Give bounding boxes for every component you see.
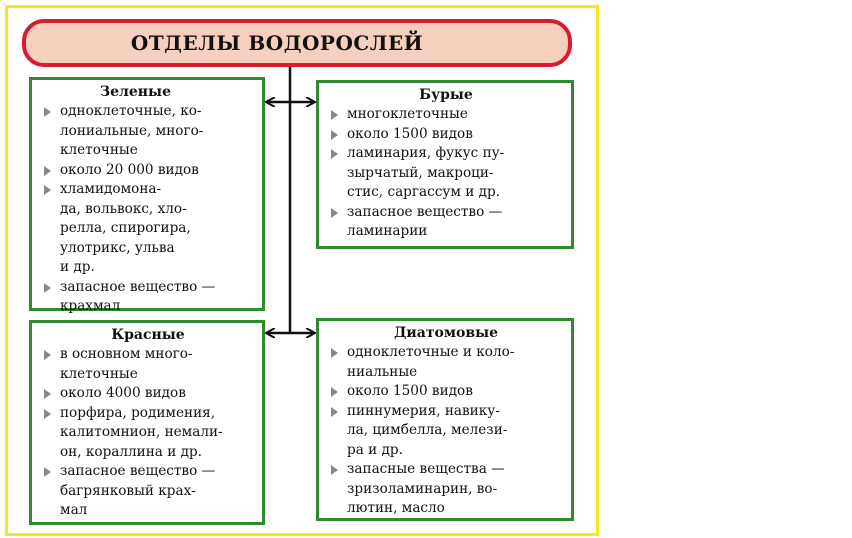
bullet-icon [331,387,338,397]
list-item: около 1500 видов [327,382,565,402]
bullet-icon [331,129,338,140]
list-item: запасные вещества — зризоламинарин, во- … [327,460,565,519]
bullet-icon [44,282,51,293]
section-diatoms: Диатомовые одноклеточные и коло- ниальны… [316,318,574,521]
diagram-title: ОТДЕЛЫ ВОДОРОСЛЕЙ [130,31,424,55]
list-item: около 1500 видов [327,125,565,145]
list-item: около 20 000 видов [40,161,256,181]
section-heading: Диатомовые [393,325,499,341]
bullet-icon [44,389,51,399]
list-item: пиннумерия, навику- ла, цимбелла, мелези… [327,402,565,461]
list-item: в основном много- клеточные [40,345,256,384]
list-item: одноклеточные и коло- ниальные [327,343,565,382]
bullet-icon [331,207,338,218]
bullet-icon [44,408,51,419]
list-item: порфира, родимения, калитомнион, немали-… [40,404,256,463]
section-brown-algae: Бурые многоклеточные около 1500 видов ла… [316,80,574,249]
list-item: одноклеточные, ко- лониальные, много- кл… [40,102,256,161]
bullet-icon [331,149,338,159]
bullet-icon [44,185,51,195]
list-item: около 4000 видов [40,384,256,404]
list-item: многоклеточные [327,105,565,125]
diagram-title-banner: ОТДЕЛЫ ВОДОРОСЛЕЙ [22,19,572,67]
section-heading: Красные [111,327,185,343]
list-item: запасное вещество — ламинарии [327,203,565,242]
section-red-algae: Красные в основном много- клеточные окол… [29,320,265,525]
section-heading: Зеленые [100,84,171,100]
bullet-icon [44,467,51,477]
bullet-icon [331,406,338,417]
bullet-icon [44,107,51,117]
list-item: запасное вещество — крахмал [40,278,256,317]
bullet-icon [331,465,338,475]
bullet-icon [44,350,51,360]
bullet-icon [331,348,338,358]
list-item: хламидомона- да, вольвокс, хло- релла, с… [40,180,256,278]
section-heading: Бурые [419,87,473,103]
bullet-icon [331,110,338,120]
list-item: запасное вещество — багрянковый крах- ма… [40,462,256,521]
list-item: ламинария, фукус пу- зырчатый, макроци- … [327,144,565,203]
section-green-algae: Зеленые одноклеточные, ко- лониальные, м… [29,77,265,314]
bullet-icon [44,165,51,176]
